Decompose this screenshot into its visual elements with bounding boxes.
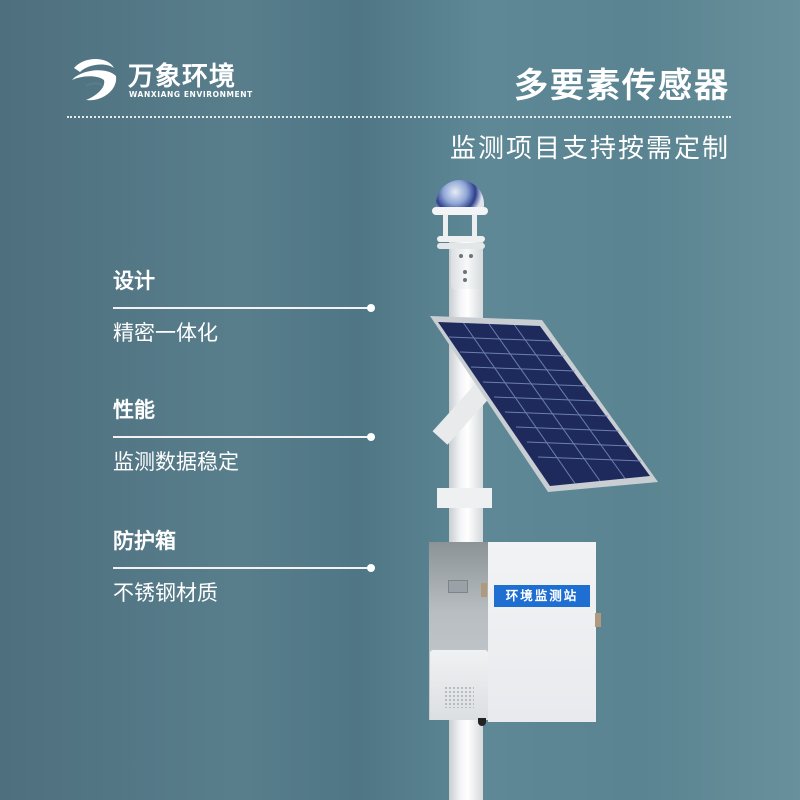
feature-description: 监测数据稳定 bbox=[113, 450, 239, 474]
sensor-screw bbox=[469, 254, 473, 258]
feature-design: 设计 精密一体化 bbox=[113, 265, 378, 345]
cable-gland bbox=[478, 718, 486, 726]
feature-divider bbox=[113, 567, 371, 569]
feature-description: 精密一体化 bbox=[113, 321, 218, 345]
sensor-shield-plate bbox=[437, 243, 485, 249]
sensor-dome bbox=[436, 180, 484, 210]
enclosure-front bbox=[488, 542, 596, 722]
sensor-body bbox=[451, 249, 483, 289]
vent-cover bbox=[430, 650, 488, 720]
brand-name-en: WANXIANG ENVIRONMENT bbox=[129, 90, 253, 99]
latch bbox=[595, 613, 601, 627]
feature-performance: 性能 监测数据稳定 bbox=[113, 394, 378, 474]
feature-enclosure: 防护箱 不锈钢材质 bbox=[113, 525, 378, 605]
solar-panel bbox=[430, 316, 658, 492]
dotted-divider bbox=[67, 116, 731, 118]
enclosure-window bbox=[448, 580, 468, 593]
brand-logo: 万象环境 WANXIANG ENVIRONMENT bbox=[66, 44, 252, 112]
sensor-post bbox=[443, 214, 448, 238]
page-subtitle: 监测项目支持按需定制 bbox=[449, 134, 730, 164]
page-title: 多要素传感器 bbox=[514, 66, 730, 106]
sensor-screw bbox=[463, 278, 467, 282]
divider-dot-icon bbox=[367, 564, 375, 572]
vent-holes bbox=[444, 686, 474, 708]
sensor-screw bbox=[463, 270, 467, 274]
sensor-cap bbox=[432, 207, 488, 215]
swirl-logo-icon bbox=[72, 59, 117, 101]
feature-title: 防护箱 bbox=[113, 529, 176, 553]
feature-divider bbox=[113, 307, 371, 309]
hinge bbox=[481, 583, 487, 597]
feature-divider bbox=[113, 436, 371, 438]
feature-title: 性能 bbox=[113, 398, 155, 422]
divider-dot-icon bbox=[367, 433, 375, 441]
divider-dot-icon bbox=[367, 304, 375, 312]
feature-description: 不锈钢材质 bbox=[113, 581, 218, 605]
sensor-shield-plate bbox=[437, 236, 485, 242]
feature-title: 设计 bbox=[113, 269, 155, 293]
sensor-screw bbox=[459, 254, 463, 258]
brand-name-cn: 万象环境 bbox=[128, 62, 237, 92]
sensor-post bbox=[472, 214, 477, 238]
enclosure-label: 环境监测站 bbox=[494, 585, 590, 607]
pole-clamp bbox=[437, 488, 492, 508]
